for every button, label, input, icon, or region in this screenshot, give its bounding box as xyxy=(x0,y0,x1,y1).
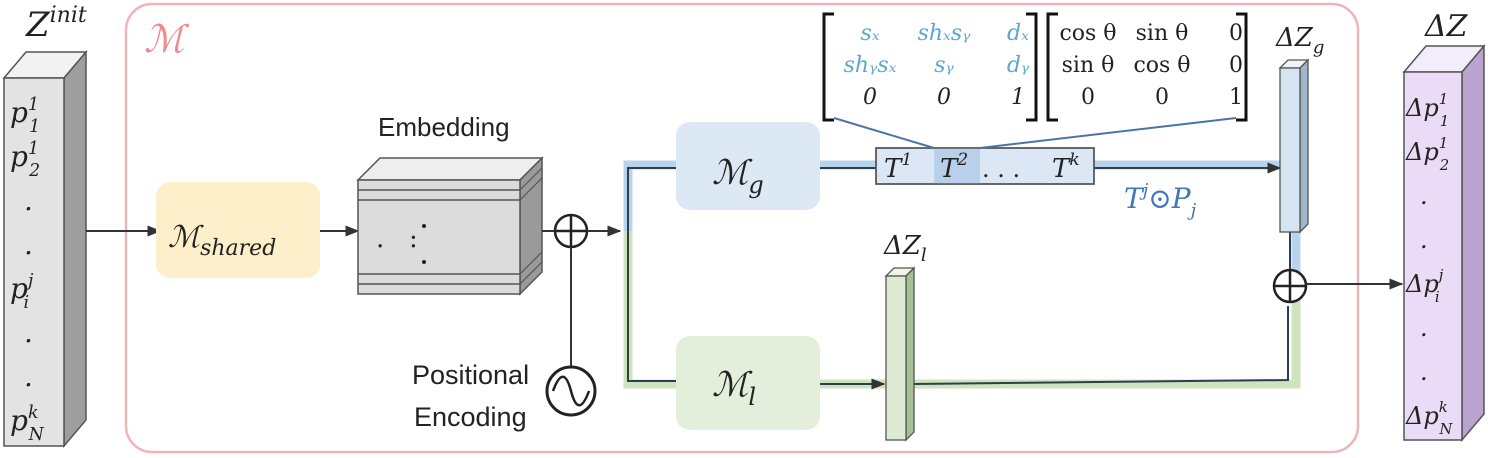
embedding-dots: . : xyxy=(376,224,418,254)
eq-op: ⊙ xyxy=(1148,182,1171,215)
eq-sup: j xyxy=(1139,180,1149,201)
matrix-b-cell: 0 xyxy=(1155,85,1169,110)
matrix-b-cell: 0 xyxy=(1229,21,1243,46)
output-entry: . xyxy=(1420,226,1428,254)
ml-sub: l xyxy=(748,383,756,411)
svg-text:Zinit: Zinit xyxy=(25,3,87,45)
sum-node-output xyxy=(1272,268,1308,304)
matrix-a-cell: sₓ xyxy=(860,21,879,46)
module-container xyxy=(124,2,1360,454)
svg-text:ΔZg: ΔZg xyxy=(1275,23,1324,58)
matrix-a-cell: shₓsᵧ xyxy=(918,21,972,46)
input-entry: . xyxy=(24,360,33,393)
token-dots: . . . xyxy=(982,155,1020,183)
input-entry: . xyxy=(24,316,33,349)
matrix-b-cell: sin θ xyxy=(1062,53,1115,78)
token-1-sup: 1 xyxy=(901,150,912,170)
output-entry: . xyxy=(1420,314,1428,342)
matrix-b-cell: 0 xyxy=(1229,53,1243,78)
mg-base: ℳ xyxy=(712,153,753,193)
matrix-b-cell: sin θ xyxy=(1136,21,1189,46)
delta-zl-base: ΔZ xyxy=(883,231,922,261)
matrix-a-cell: 0 xyxy=(863,85,877,110)
input-title-base: Z xyxy=(25,5,51,45)
shared-sub: shared xyxy=(200,236,276,261)
mg-block xyxy=(676,122,820,210)
module-label: ℳ xyxy=(144,17,190,61)
delta-zl-sub: l xyxy=(921,245,927,266)
matrix-b-cell: cos θ xyxy=(1059,21,1116,46)
eq-p-sub: j xyxy=(1187,200,1197,221)
token-k-sup: k xyxy=(1069,150,1079,170)
transform-tokens: T1 T2 . . . Tk xyxy=(875,147,1095,185)
ml-base: ℳ xyxy=(712,365,753,405)
delta-zg-base: ΔZ xyxy=(1275,23,1314,53)
positional-line2: Encoding xyxy=(414,402,527,432)
output-entry: . xyxy=(1420,358,1428,386)
matrix-a-cell: shᵧsₓ xyxy=(844,53,897,78)
output-title: ΔZ xyxy=(1424,9,1469,44)
embedding-label: Embedding xyxy=(378,112,510,142)
svg-text:Tj⊙Pj: Tj⊙Pj xyxy=(1124,180,1197,221)
rotation-matrix: cos θ sin θ 0 sin θ cos θ 0 0 0 1 xyxy=(1046,12,1248,122)
svg-text:ℳl: ℳl xyxy=(712,365,756,411)
matrix-a-cell: dᵧ xyxy=(1007,53,1030,78)
input-entry: . xyxy=(24,184,33,217)
matrix-a-cell: sᵧ xyxy=(934,53,954,78)
eq-p: P xyxy=(1171,182,1192,215)
svg-text:ℳg: ℳg xyxy=(712,153,764,199)
input-entry: . xyxy=(24,228,33,261)
matrix-b-cell: cos θ xyxy=(1133,53,1190,78)
sine-wave-icon xyxy=(545,365,597,417)
sum-node-embedding xyxy=(553,213,589,249)
shared-base: ℳ xyxy=(168,220,204,255)
mg-sub: g xyxy=(748,171,763,199)
svg-text:ℳshared: ℳshared xyxy=(168,220,276,261)
delta-zg-bar: ΔZg xyxy=(1275,23,1324,234)
matrix-a-cell: 1 xyxy=(1011,85,1025,110)
input-title-sup: init xyxy=(50,3,87,28)
matrix-b-cell: 0 xyxy=(1081,85,1095,110)
matrix-a-cell: 0 xyxy=(937,85,951,110)
output-entry: . xyxy=(1420,182,1428,210)
token-2-sup: 2 xyxy=(956,150,968,170)
scale-shear-matrix: sₓ shₓsᵧ dₓ shᵧsₓ sᵧ dᵧ 0 0 1 xyxy=(822,12,1038,122)
ml-block xyxy=(676,336,820,430)
delta-zg-sub: g xyxy=(1313,37,1325,58)
positional-line1: Positional xyxy=(412,360,529,390)
matrix-a-cell: dₓ xyxy=(1007,21,1029,46)
matrix-b-cell: 1 xyxy=(1229,85,1243,110)
svg-text:ΔZl: ΔZl xyxy=(883,231,927,266)
delta-zl-bar: ΔZl xyxy=(883,231,927,442)
shared-block xyxy=(156,182,320,278)
embedding-block: Embedding . : xyxy=(356,112,544,296)
